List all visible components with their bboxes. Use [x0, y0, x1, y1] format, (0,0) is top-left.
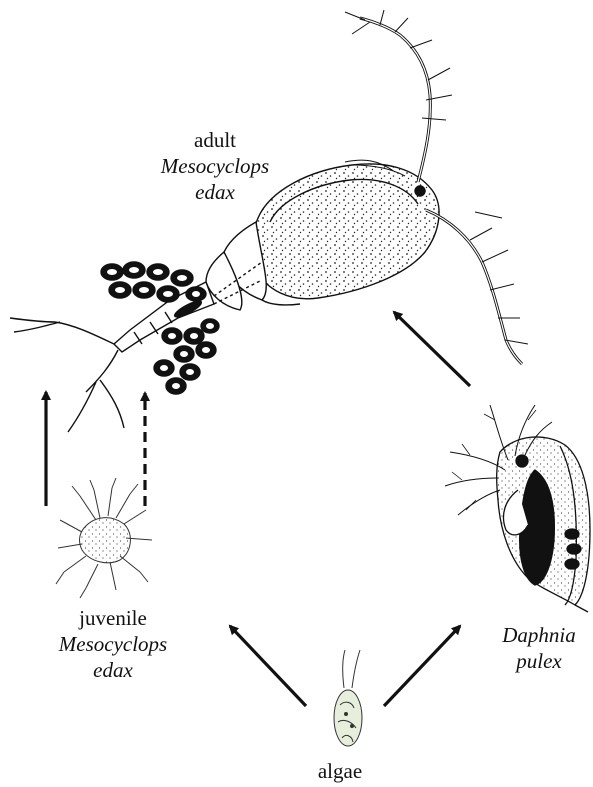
- juvenile-copepod-illustration: [56, 478, 152, 598]
- daphnia-illustration: [445, 405, 590, 612]
- algae-label: algae: [295, 758, 385, 784]
- algae-illustration: [334, 650, 362, 746]
- adult-label-species: edax: [150, 179, 280, 205]
- arrow-algae-to-juvenile: [230, 626, 306, 706]
- daphnia-label: Daphnia pulex: [485, 622, 593, 674]
- arrow-daphnia-to-adult: [394, 312, 470, 386]
- juvenile-label: juvenile Mesocyclops edax: [38, 605, 188, 683]
- adult-label: adult Mesocyclops edax: [150, 127, 280, 205]
- adult-antennule: [360, 18, 430, 182]
- algae-cell: [334, 690, 362, 746]
- adult-label-genus: Mesocyclops: [150, 153, 280, 179]
- algae-label-text: algae: [295, 758, 385, 784]
- daphnia-label-genus: Daphnia: [485, 622, 593, 648]
- arrow-algae-to-daphnia: [384, 626, 460, 706]
- juvenile-label-species: edax: [38, 657, 188, 683]
- juvenile-label-stage: juvenile: [38, 605, 188, 631]
- adult-label-stage: adult: [150, 127, 280, 153]
- daphnia-label-species: pulex: [485, 648, 593, 674]
- juvenile-label-genus: Mesocyclops: [38, 631, 188, 657]
- daphnia-eye: [516, 455, 528, 467]
- adult-eye: [415, 186, 425, 196]
